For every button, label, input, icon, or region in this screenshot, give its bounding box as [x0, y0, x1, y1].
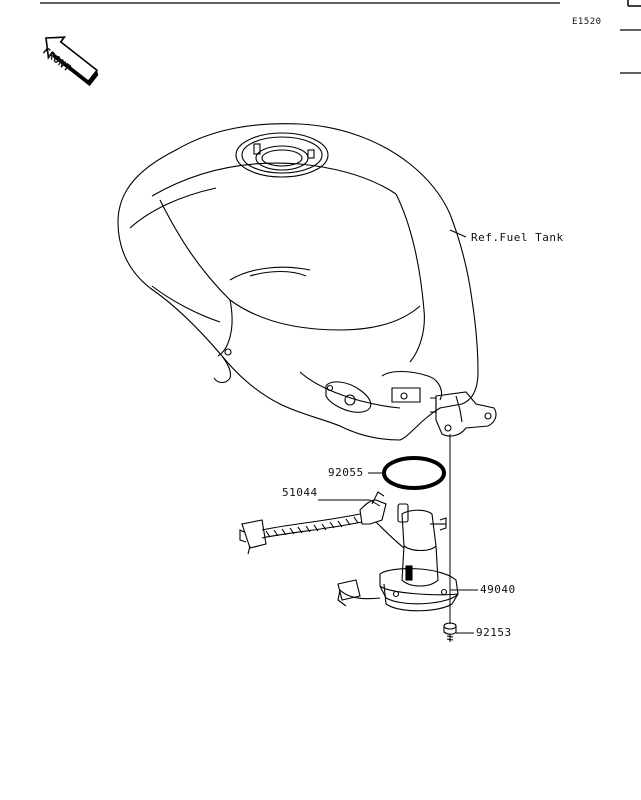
leader-lines [318, 229, 478, 634]
part-number-51044[interactable]: 51044 [282, 486, 318, 499]
fuel-pump-illustration [337, 503, 459, 612]
o-ring-part-illustration [382, 456, 446, 490]
part-number-49040[interactable]: 49040 [480, 583, 516, 596]
fuel-tank-illustration [117, 123, 497, 441]
bolt-illustration [443, 622, 457, 642]
front-arrow-icon [45, 36, 99, 87]
page-frame [40, 0, 641, 74]
pump-lead-illustration [239, 491, 405, 600]
part-number-92055[interactable]: 92055 [328, 466, 364, 479]
diagram-code: E1520 [572, 17, 602, 27]
ref-fuel-tank-label: Ref.Fuel Tank [471, 231, 564, 244]
part-number-92153[interactable]: 92153 [476, 626, 512, 639]
